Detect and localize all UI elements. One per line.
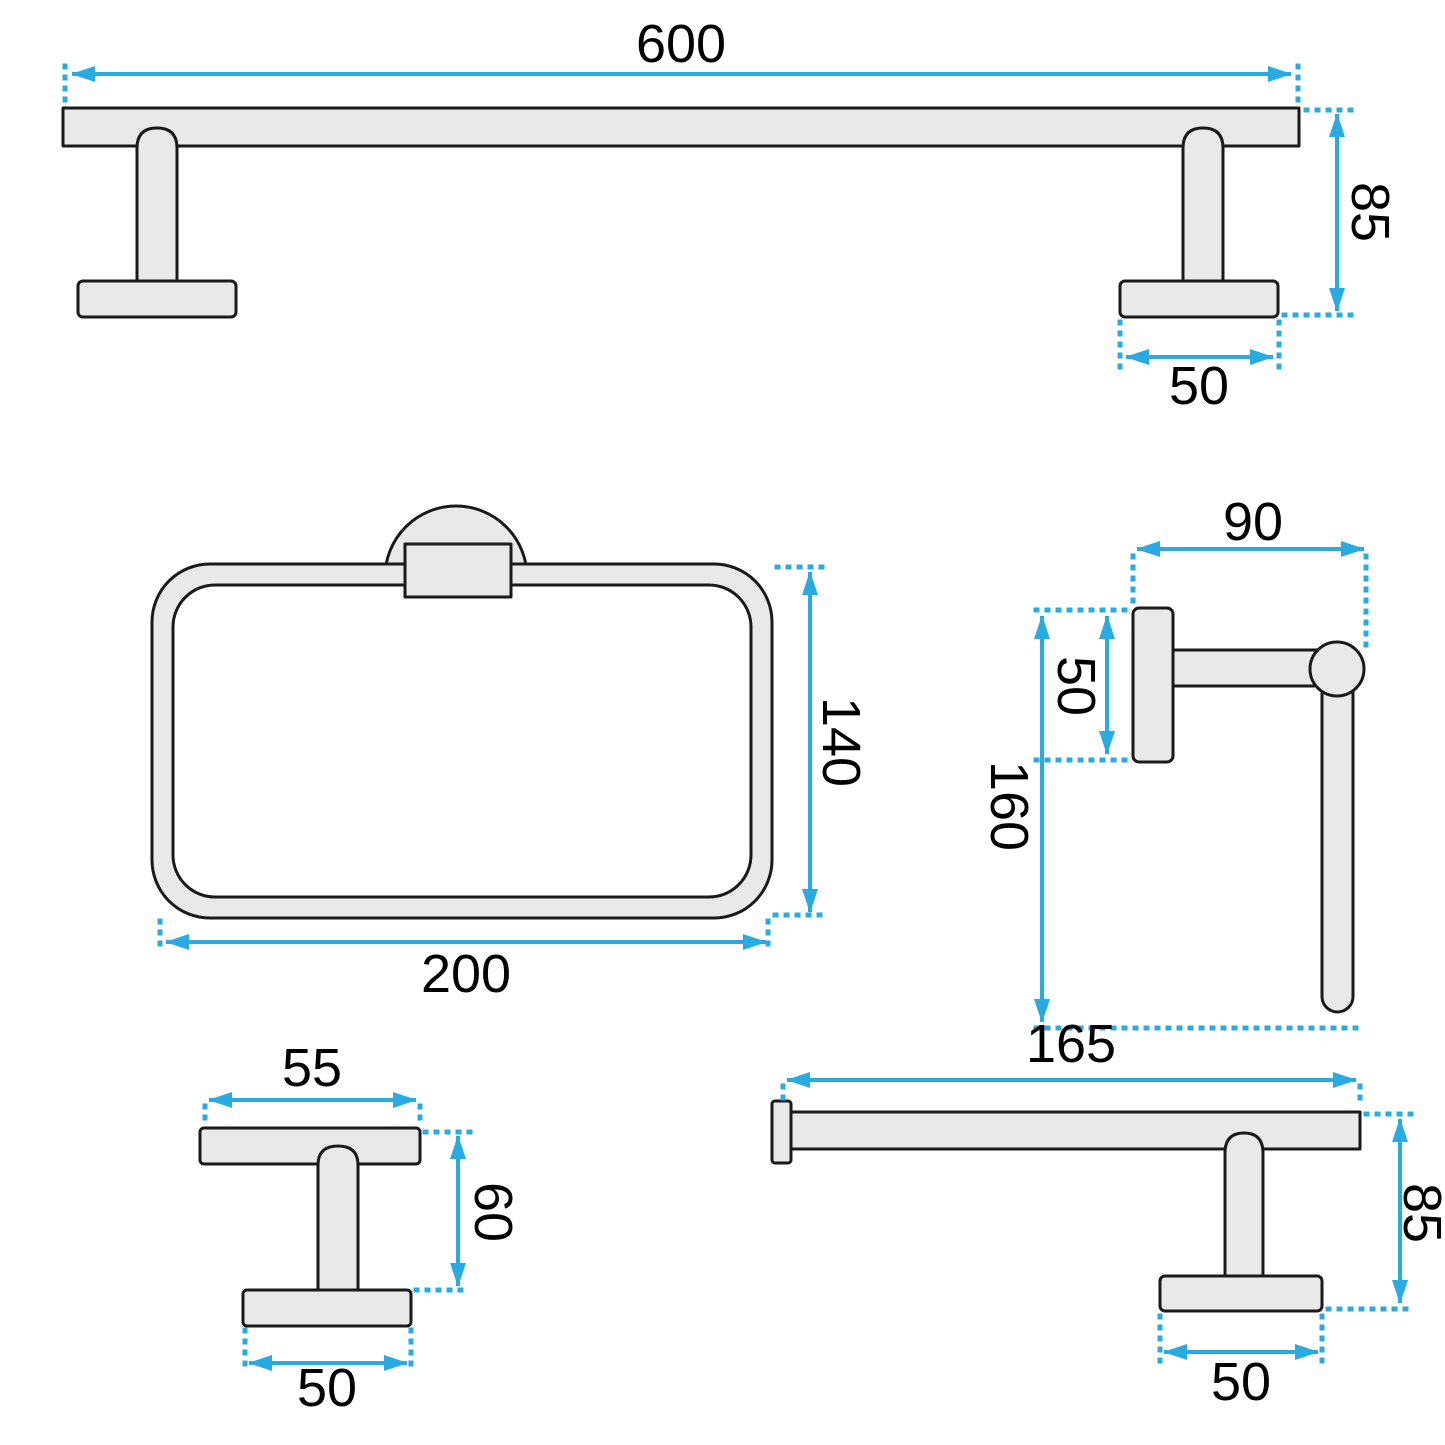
dim-label-paper-holder-width: 90: [1223, 492, 1283, 552]
towel-bar-figure: 600 85 50: [61, 14, 1400, 416]
roll-holder-bar: [789, 1110, 1362, 1151]
paper-holder-horizontal-figure: 165 85 50: [770, 1014, 1445, 1412]
dim-label-roll-holder-height: 85: [1392, 1183, 1445, 1243]
dim-label-towel-bar-height: 85: [1340, 182, 1400, 242]
paper-holder-pivot: [1308, 640, 1366, 698]
dim-label-roll-holder-length: 165: [1026, 1014, 1116, 1074]
towel-bar-rail: [61, 106, 1301, 148]
roll-holder-post: [1223, 1131, 1265, 1283]
dim-label-towel-bar-base: 50: [1169, 356, 1229, 416]
towel-ring-figure: 140 200: [150, 504, 871, 1004]
dim-label-hook-width: 55: [282, 1038, 342, 1098]
roll-holder-end-flange: [770, 1099, 793, 1165]
dim-label-hook-height: 60: [463, 1182, 523, 1242]
roll-holder-base: [1158, 1274, 1324, 1313]
towel-bar-right-post: [1181, 126, 1225, 286]
dim-label-paper-holder-height: 160: [979, 761, 1039, 851]
dim-label-towel-ring-width: 200: [421, 944, 511, 1004]
hook-base: [241, 1288, 413, 1328]
dim-label-towel-bar-length: 600: [636, 14, 726, 74]
robe-hook-figure: 55 60 50: [198, 1038, 523, 1418]
towel-ring-clamp: [403, 542, 513, 599]
dim-label-towel-ring-height: 140: [811, 697, 871, 787]
towel-bar-right-base: [1118, 279, 1280, 319]
paper-holder-hanging-bar: [1320, 653, 1355, 1014]
dim-label-roll-holder-base: 50: [1211, 1352, 1271, 1412]
towel-bar-left-base: [76, 279, 238, 319]
hook-top-plate: [198, 1126, 422, 1166]
dim-label-paper-holder-plate-height: 50: [1046, 656, 1106, 716]
towel-ring-inner: [171, 583, 753, 899]
towel-bar-left-post: [135, 126, 179, 286]
dim-label-hook-base: 50: [297, 1358, 357, 1418]
paper-holder-vertical-figure: 90 50 160: [979, 492, 1369, 1031]
paper-holder-wall-plate: [1131, 606, 1175, 764]
hook-post: [316, 1144, 360, 1297]
